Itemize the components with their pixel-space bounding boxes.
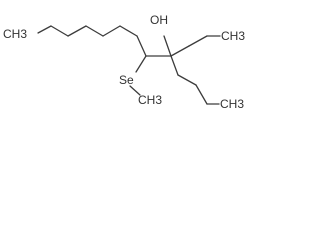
atom-label-ch3-bottom-right: CH3: [220, 97, 244, 111]
bond-c9-down1: [170, 55, 179, 76]
bond-c5-c6: [102, 25, 121, 37]
bond-c2-c3: [50, 25, 69, 37]
bond-c9-up1: [170, 45, 190, 57]
bond-c3-c4: [67, 25, 87, 37]
bond-up1-up2: [188, 35, 208, 47]
atom-label-ch3-top-right: CH3: [221, 29, 245, 43]
atom-label-selenium: Se: [119, 73, 134, 87]
atom-label-ch3-se: CH3: [138, 93, 162, 107]
bond-down2-down3: [195, 84, 208, 105]
atom-label-ch3-left: CH3: [3, 27, 27, 41]
bond-c1-c2: [37, 25, 52, 34]
label-layer: CH3 OH Se CH3 CH3 CH3: [3, 13, 245, 111]
bond-se-ch3: [129, 85, 141, 96]
bond-c7-c8: [136, 35, 147, 57]
bond-c4-c5: [85, 25, 104, 37]
atom-label-hydroxyl: OH: [150, 13, 168, 27]
bond-layer: [37, 25, 221, 105]
chemical-structure-diagram: CH3 OH Se CH3 CH3 CH3: [3, 13, 245, 111]
bond-down1-down2: [177, 74, 197, 86]
bond-c8-se: [135, 55, 147, 73]
bond-c6-c7: [119, 25, 138, 37]
bond-c9-oh: [163, 35, 172, 57]
